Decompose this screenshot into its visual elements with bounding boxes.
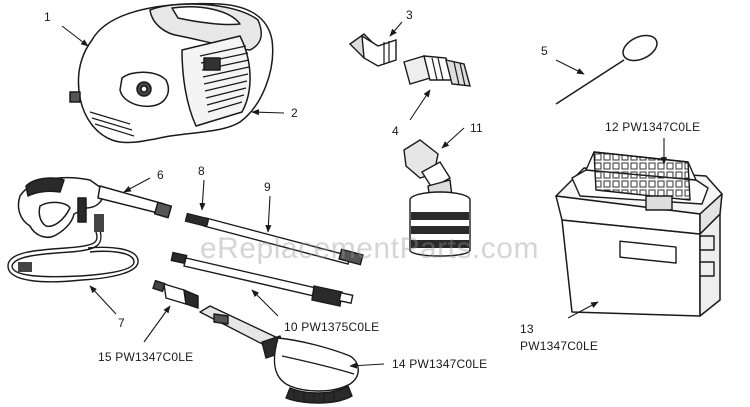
part-9-leader xyxy=(265,195,272,233)
watermark: eReplacementParts.com xyxy=(200,232,539,265)
part-1-leader xyxy=(61,25,89,47)
storage-box-lid-icon xyxy=(571,151,715,277)
part-13-leader xyxy=(567,301,599,319)
part-8-leader xyxy=(199,179,206,211)
part-3-label: 3 xyxy=(406,8,413,22)
part-1-label: 1 xyxy=(44,10,51,24)
part-13-part-number: PW1347C0LE xyxy=(520,339,599,353)
part-4-leader xyxy=(409,89,431,121)
part-2-label: 2 xyxy=(291,106,298,120)
motor-housing-icon xyxy=(69,2,274,144)
part-14-leader xyxy=(349,362,385,369)
part-7-leader xyxy=(89,285,117,315)
turbo-nozzle-icon xyxy=(152,279,199,309)
lance-tip-icon xyxy=(184,212,210,228)
part-6-leader xyxy=(123,177,151,193)
part-7-label: 7 xyxy=(118,316,125,330)
rotating-brush-icon xyxy=(199,305,359,404)
adjustable-lance-icon xyxy=(170,251,354,307)
part-3-leader xyxy=(389,21,403,37)
part-4-label: 4 xyxy=(392,124,399,138)
part-9-label: 9 xyxy=(264,180,271,194)
part-13-label: 13 xyxy=(520,322,534,336)
part-15-leader xyxy=(143,305,171,343)
nozzle-cleaning-pin-icon xyxy=(555,34,658,105)
part-11-label: 11 xyxy=(470,121,483,135)
part-10-label: 10 PW1375C0LE xyxy=(284,320,380,334)
part-15-label: 15 PW1347C0LE xyxy=(98,350,194,364)
part-5-leader xyxy=(555,59,585,75)
part-2-leader xyxy=(251,109,285,116)
part-12-label: 12 PW1347C0LE xyxy=(605,120,701,134)
part-6-label: 6 xyxy=(157,168,164,182)
part-14-label: 14 PW1347C0LE xyxy=(392,357,488,371)
spray-gun-icon xyxy=(17,177,173,238)
high-pressure-hose-icon xyxy=(7,214,139,283)
part-5-label: 5 xyxy=(541,44,548,58)
part-8-label: 8 xyxy=(198,164,205,178)
hose-connector-icon xyxy=(348,33,397,67)
hose-adapter-icon xyxy=(403,55,471,87)
part-10-leader xyxy=(251,289,279,317)
part-11-leader xyxy=(441,127,465,149)
detergent-bottle-icon xyxy=(403,139,471,257)
